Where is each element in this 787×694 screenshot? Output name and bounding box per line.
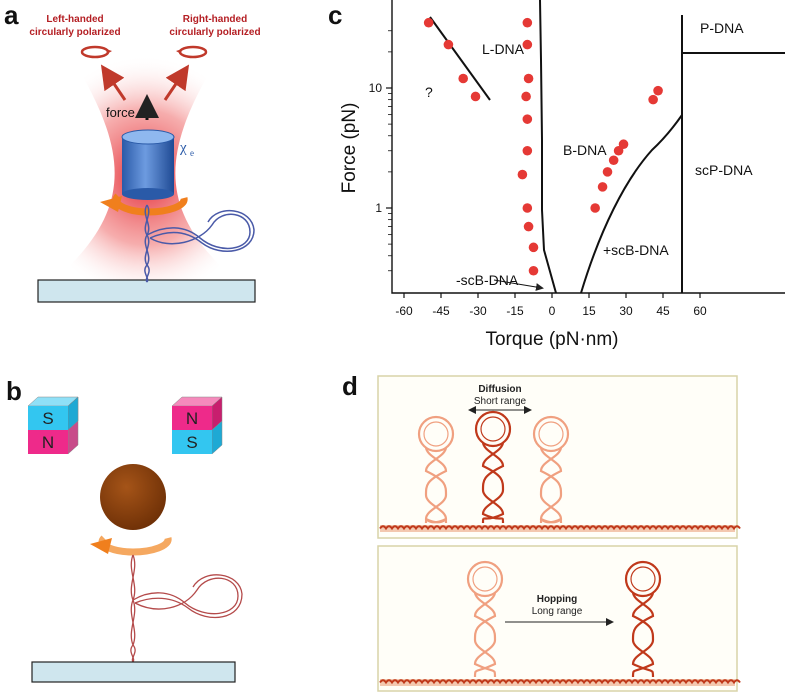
- dna-loop-hop-start: [466, 560, 504, 678]
- magnetic-bead: [100, 464, 166, 530]
- x-tick-label: -30: [469, 304, 487, 318]
- data-point: [528, 242, 539, 253]
- dna-loop-left-faded: [417, 415, 455, 524]
- dna-loop-hop-end: [624, 560, 662, 678]
- panel-a: Left-handed circularly polarized Right-h…: [29, 14, 261, 303]
- data-point: [602, 167, 613, 177]
- x-tick-label: -15: [506, 304, 524, 318]
- data-point: [597, 182, 608, 192]
- left-polarization-label-2: circularly polarized: [29, 27, 120, 38]
- chart-axes: [391, 0, 785, 294]
- chart-points: [423, 17, 663, 276]
- data-point: [523, 73, 534, 84]
- magnet-right-bottom-pole: S: [186, 433, 197, 452]
- diffusion-title: Diffusion: [478, 384, 521, 395]
- region-label-b-dna: B-DNA: [563, 142, 607, 158]
- panel-letter-c: c: [328, 0, 342, 30]
- diffusion-subtitle: Short range: [474, 396, 527, 407]
- data-point: [613, 145, 624, 156]
- right-polarization-icon: [176, 45, 208, 59]
- hopping-title: Hopping: [537, 594, 578, 605]
- data-point: [523, 221, 534, 232]
- y-axis-title: Force (pN): [339, 103, 360, 194]
- data-point: [470, 91, 481, 102]
- chi-subscript: e: [190, 148, 194, 158]
- x-axis-ticks: -60 -45 -30 -15 0 15 30 45 60: [395, 293, 707, 318]
- l-dna-fit-line: [429, 16, 491, 101]
- magnet-left: [27, 396, 79, 455]
- region-label-l-dna: L-DNA: [482, 41, 525, 57]
- magnet-right: [171, 396, 223, 455]
- panel-letter-a: a: [4, 0, 19, 30]
- data-point: [423, 17, 434, 28]
- panel-c-chart: -60 -45 -30 -15 0 15 30 45 60 1 10 Torque (pN·nm)…: [339, 0, 785, 350]
- region-label-p-dna: P-DNA: [700, 20, 744, 36]
- dna-loops: [417, 410, 662, 678]
- b-dna-boundary: [539, 0, 557, 294]
- data-point: [653, 85, 663, 96]
- hopping-subtitle: Long range: [532, 606, 583, 617]
- dna-tether-a: [144, 204, 255, 283]
- left-polarization-icon: [80, 45, 112, 59]
- hopping-box: [377, 545, 738, 692]
- data-point: [590, 203, 600, 213]
- red-arrow-left: [100, 64, 127, 101]
- x-axis-title: Torque (pN·nm): [485, 329, 618, 350]
- panel-letter-d: d: [342, 371, 358, 401]
- data-point: [522, 203, 533, 213]
- panel-d: Diffusion Short range Hopping Long range: [377, 375, 741, 692]
- force-label: force: [106, 105, 135, 120]
- dna-track-bottom: [379, 679, 741, 686]
- data-point: [608, 155, 619, 166]
- data-point: [618, 139, 629, 150]
- data-point: [648, 94, 658, 105]
- glass-surface-b: [31, 661, 236, 683]
- dna-track-top: [379, 525, 741, 532]
- dna-loop-center: [474, 410, 512, 524]
- x-tick-label: 0: [549, 304, 556, 318]
- y-axis-ticks: 1 10: [369, 30, 392, 272]
- x-tick-label: 30: [619, 304, 633, 318]
- x-tick-label: -45: [432, 304, 450, 318]
- dna-tether-b: [130, 554, 243, 663]
- right-polarization-label-1: Right-handed: [183, 14, 247, 25]
- y-tick-label: 10: [369, 81, 383, 95]
- magnet-left-bottom-pole: N: [42, 433, 54, 452]
- data-point: [443, 39, 454, 50]
- x-tick-label: 45: [656, 304, 670, 318]
- panel-letter-b: b: [6, 376, 22, 406]
- region-label-plus-scb-dna: +scB-DNA: [603, 242, 669, 258]
- glass-surface: [37, 279, 256, 303]
- region-label-scp-dna: scP-DNA: [695, 162, 753, 178]
- region-label-unknown: ?: [425, 84, 433, 100]
- rotation-arrow-b: [90, 535, 172, 556]
- x-tick-label: -60: [395, 304, 413, 318]
- data-point: [458, 73, 469, 84]
- scb-pointer-arrow: [493, 279, 544, 291]
- dna-loop-right-faded: [532, 415, 570, 524]
- left-polarization-label-1: Left-handed: [46, 14, 103, 25]
- data-point: [528, 265, 539, 276]
- data-point: [522, 39, 533, 50]
- panel-b: S N N S: [27, 396, 243, 683]
- region-label-minus-scb-dna: -scB-DNA: [456, 272, 519, 288]
- red-arrow-right: [163, 64, 190, 101]
- birefringent-cylinder: [121, 129, 175, 200]
- right-polarization-label-2: circularly polarized: [169, 27, 260, 38]
- magnet-right-top-pole: N: [186, 409, 198, 428]
- data-point: [522, 17, 533, 28]
- data-point: [522, 114, 533, 124]
- scb-dna-boundary: [580, 114, 683, 294]
- y-tick-label: 1: [375, 201, 382, 215]
- x-tick-label: 60: [693, 304, 707, 318]
- data-point: [521, 91, 531, 102]
- data-point: [522, 145, 533, 156]
- magnet-left-top-pole: S: [42, 409, 53, 428]
- chi-label: χ: [179, 140, 187, 156]
- data-point: [517, 169, 528, 180]
- x-tick-label: 15: [582, 304, 596, 318]
